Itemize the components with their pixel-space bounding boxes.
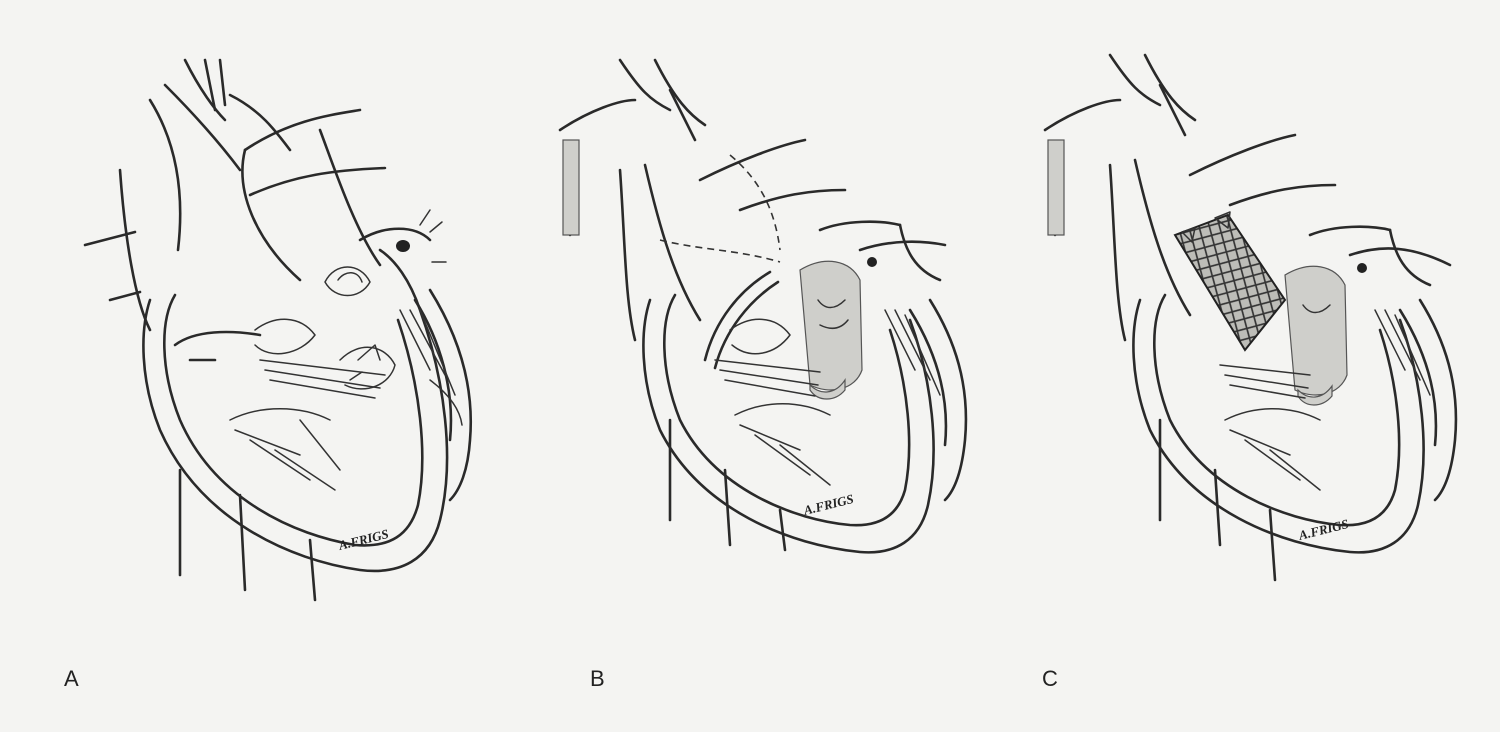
graft-band bbox=[562, 139, 580, 236]
heart-illustration-b: A.FRIGS bbox=[558, 58, 968, 554]
graft-band bbox=[1047, 139, 1065, 236]
artist-signature: A.FRIGS bbox=[801, 491, 855, 518]
stent-valve bbox=[1173, 213, 1287, 352]
panel-a: A.FRIGS A bbox=[0, 0, 500, 732]
panel-b: A.FRIGS B bbox=[500, 0, 1000, 732]
panel-label-b: B bbox=[590, 666, 605, 691]
artist-signature: A.FRIGS bbox=[336, 526, 390, 553]
heart-illustration-a: A.FRIGS bbox=[83, 58, 473, 602]
panel-c: A.FRIGS C bbox=[1000, 0, 1500, 732]
valved-conduit bbox=[799, 260, 863, 391]
valved-conduit bbox=[1284, 265, 1348, 396]
heart-illustration-c: A.FRIGS bbox=[1043, 53, 1458, 582]
panel-label-a: A bbox=[64, 666, 79, 691]
panel-label-c: C bbox=[1042, 666, 1058, 691]
